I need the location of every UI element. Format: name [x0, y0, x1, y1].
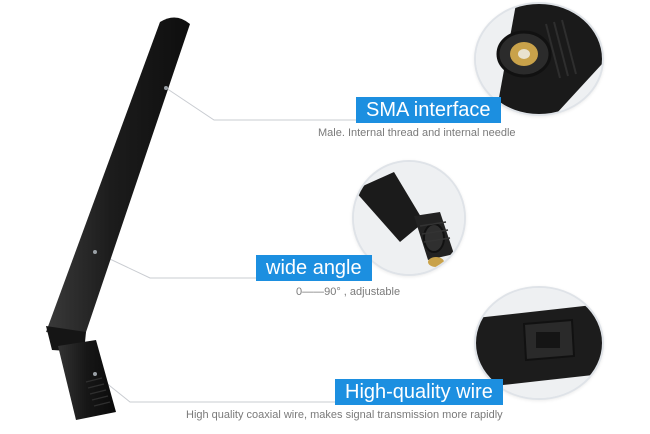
leader-line-wire: [94, 373, 335, 403]
feature-caption-wire: High quality coaxial wire, makes signal …: [186, 409, 503, 421]
coaxial-wire-closeup-icon: [474, 286, 604, 400]
antenna-rod: [46, 17, 190, 338]
leader-line-angle: [94, 251, 256, 279]
feature-title-angle: wide angle: [256, 255, 372, 281]
feature-title-wire: High-quality wire: [335, 379, 503, 405]
leader-line-sma: [165, 87, 356, 121]
feature-title-sma: SMA interface: [356, 97, 501, 123]
feature-caption-angle: 0——90° , adjustable: [296, 286, 401, 298]
antenna-base: [58, 340, 116, 420]
feature-caption-sma: Male. Internal thread and internal needl…: [318, 127, 516, 139]
